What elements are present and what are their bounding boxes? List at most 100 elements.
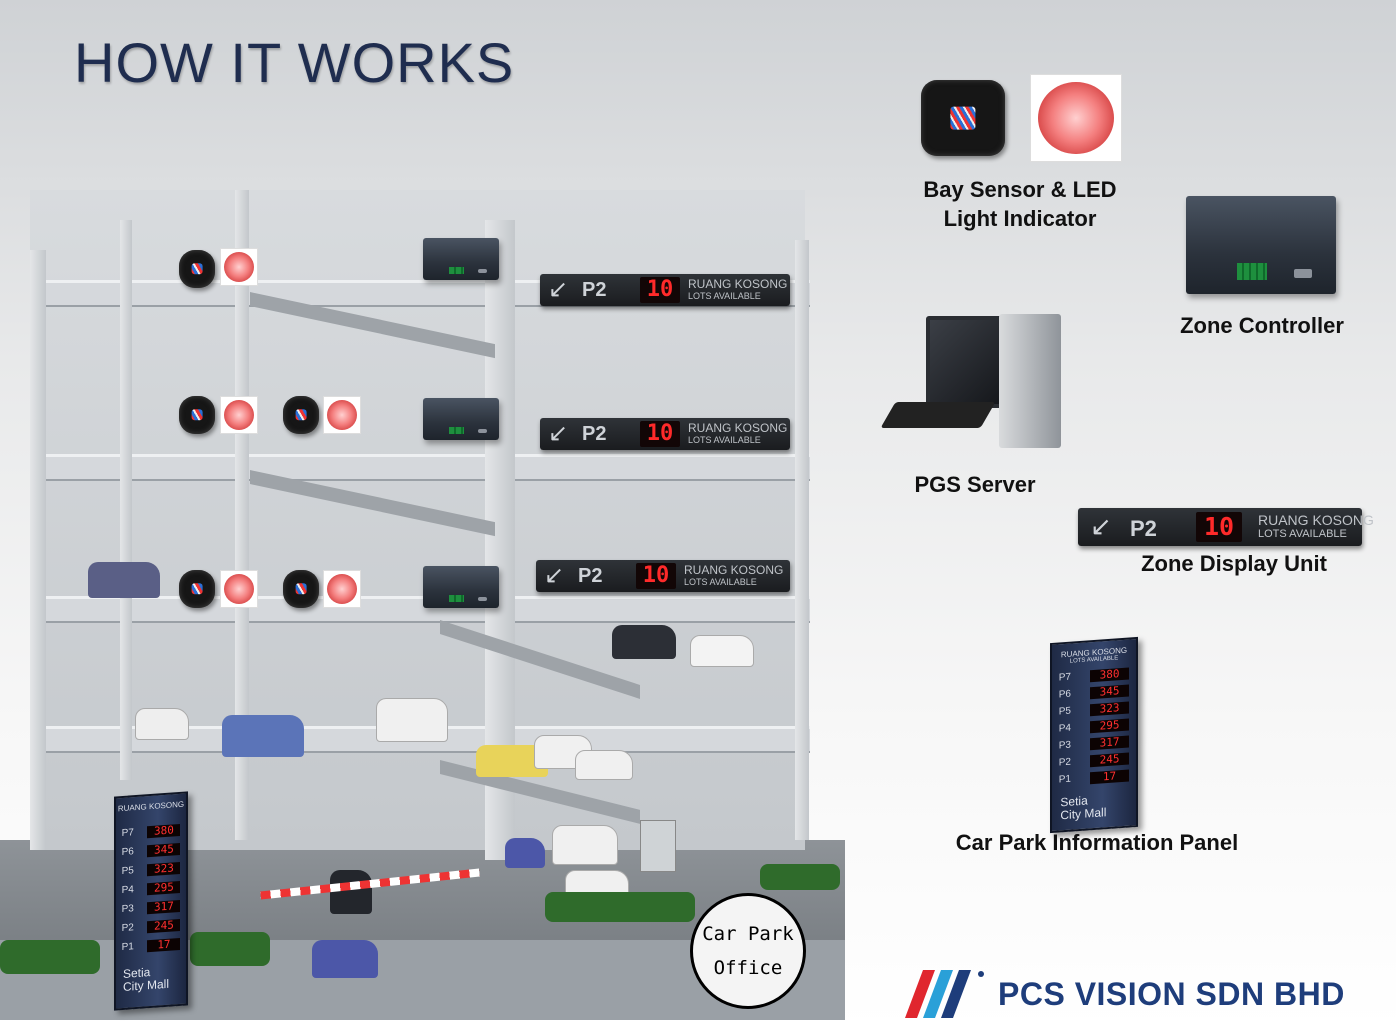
- panel-row-value: 380: [1089, 667, 1130, 683]
- zone-controller-label: Zone Controller: [1180, 313, 1344, 338]
- zone-text-2: LOTS AVAILABLE: [688, 291, 761, 301]
- panel-row-value: 317: [147, 899, 181, 915]
- panel-row-level: P7: [1058, 671, 1071, 684]
- zone-controller-icon: [1186, 196, 1336, 294]
- keyboard-icon: [880, 402, 996, 428]
- car-icon: [690, 635, 754, 667]
- pgs-server-icon: [880, 310, 1064, 455]
- column-right: [795, 240, 809, 840]
- panel-row-level: P4: [1058, 722, 1071, 735]
- panel-row-value: 345: [1089, 684, 1130, 700]
- car-icon: [505, 838, 545, 868]
- panel-row-value: 245: [147, 918, 181, 934]
- panel-row-level: P5: [121, 865, 134, 878]
- monitor-icon: [926, 316, 1004, 408]
- car-icon: [376, 698, 448, 742]
- pgs-server-label: PGS Server: [914, 472, 1036, 497]
- arrow-down-left-icon: ↙: [548, 420, 569, 447]
- panel-brand-line2: City Mall: [1060, 805, 1107, 823]
- zone-display-unit: ↙ P2 10 RUANG KOSONG LOTS AVAILABLE: [536, 560, 790, 592]
- panel-header: RUANG KOSONG: [116, 800, 186, 814]
- panel-header: RUANG KOSONG LOTS AVAILABLE: [1052, 645, 1136, 666]
- car-icon: [312, 940, 378, 978]
- panel-row: P2 245: [121, 918, 181, 937]
- company-logo-icon: [905, 970, 984, 1018]
- zone-display-unit: ↙ P2 10 RUANG KOSONG LOTS AVAILABLE: [540, 274, 790, 306]
- car-icon: [135, 708, 189, 740]
- zone-count: 10: [636, 563, 676, 589]
- car-icon: [330, 870, 372, 914]
- office-line2: Office: [713, 957, 783, 979]
- panel-row: P3 317: [121, 899, 181, 918]
- led-indicator-icon: [220, 396, 258, 434]
- car-icon: [612, 625, 676, 659]
- panel-row-level: P6: [1058, 688, 1071, 701]
- arrow-down-left-icon: ↙: [1090, 511, 1112, 541]
- car-icon: [552, 825, 618, 865]
- zone-count: 10: [640, 277, 680, 303]
- zone-text-2: LOTS AVAILABLE: [684, 577, 757, 587]
- panel-row-value: 295: [1089, 718, 1130, 734]
- car-icon: [575, 750, 633, 780]
- panel-row-value: 323: [147, 861, 181, 877]
- bay-sensor-icon: [921, 80, 1005, 156]
- zone-controller-icon: [423, 238, 499, 280]
- led-indicator-icon: [323, 570, 361, 608]
- panel-brand: Setia City Mall: [1060, 793, 1106, 822]
- panel-row-level: P1: [121, 941, 134, 954]
- panel-row-level: P3: [121, 903, 134, 916]
- zone-controller-icon: [423, 566, 499, 608]
- floor-slab-3: [30, 596, 810, 623]
- bay-sensor-icon: [283, 396, 319, 434]
- panel-row-level: P4: [121, 884, 134, 897]
- office-line1: Car Park: [702, 923, 794, 945]
- column-3: [235, 190, 249, 840]
- zone-display-unit: ↙ P2 10 RUANG KOSONG LOTS AVAILABLE: [540, 418, 790, 450]
- panel-row-value: 17: [1089, 769, 1130, 785]
- led-indicator-icon: [323, 396, 361, 434]
- arrow-down-left-icon: ↙: [548, 276, 569, 303]
- panel-row-value: 323: [1089, 701, 1130, 717]
- panel-row-value: 295: [147, 880, 181, 896]
- panel-header-line1: RUANG KOSONG: [117, 799, 185, 814]
- panel-row: P5 323: [121, 861, 181, 880]
- column-left: [30, 250, 46, 850]
- hedge: [760, 864, 840, 890]
- zone-text-1: RUANG KOSONG: [1258, 512, 1374, 528]
- tower-icon: [999, 314, 1061, 448]
- zone-text-1: RUANG KOSONG: [688, 421, 788, 435]
- arrow-down-left-icon: ↙: [544, 562, 565, 589]
- hedge: [0, 940, 100, 974]
- zone-level: P2: [582, 423, 607, 445]
- hedge: [190, 932, 270, 966]
- zone-level: P2: [582, 279, 607, 301]
- info-panel-label: Car Park Information Panel: [955, 830, 1239, 855]
- panel-brand: Setia City Mall: [123, 965, 169, 994]
- panel-row-level: P2: [121, 922, 134, 935]
- bay-sensor-icon: [179, 396, 215, 434]
- hedge: [545, 892, 695, 922]
- zone-text-2: LOTS AVAILABLE: [688, 435, 761, 445]
- led-indicator-icon: [1030, 74, 1122, 162]
- panel-row-level: P2: [1058, 756, 1071, 769]
- page-title: HOW IT WORKS: [74, 31, 515, 94]
- car-park-office-badge: Car Park Office: [690, 893, 806, 1009]
- panel-row-value: 345: [147, 842, 181, 858]
- car-icon: [222, 715, 304, 757]
- bay-sensor-icon: [283, 570, 319, 608]
- column-2: [120, 220, 132, 780]
- panel-row: P4 295: [121, 880, 181, 899]
- ticket-booth: [640, 820, 676, 872]
- zone-level: P2: [578, 565, 603, 587]
- panel-row-value: 245: [1089, 752, 1130, 768]
- panel-row-level: P5: [1058, 705, 1071, 718]
- zone-level: P2: [1130, 516, 1157, 541]
- bay-sensor-icon: [179, 570, 215, 608]
- zone-text-1: RUANG KOSONG: [684, 563, 784, 577]
